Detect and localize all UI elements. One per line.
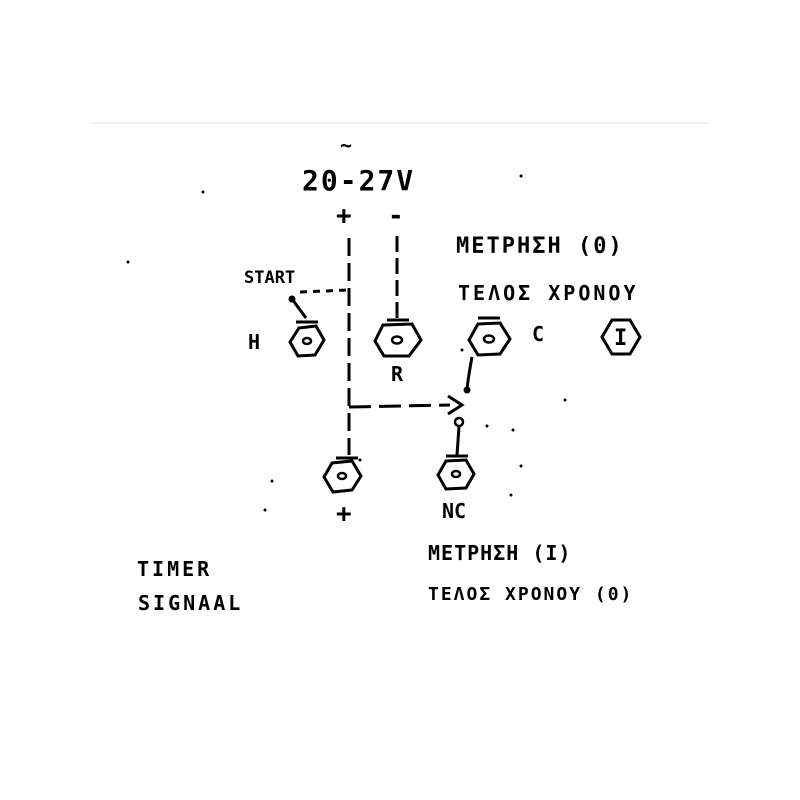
ac-mark: ~ (340, 133, 352, 157)
relay-arm (465, 356, 474, 391)
terminal-h (288, 320, 326, 358)
signal-arrowhead (447, 394, 465, 416)
plus-bottom-label: + (336, 499, 352, 529)
nc-lead (455, 426, 461, 456)
r-label: R (391, 362, 404, 386)
terminal-r (373, 318, 423, 358)
timer-label-line1: TIMER (137, 557, 212, 581)
c-state-title: ΜΕΤΡΗΣΗ (0) (456, 234, 624, 259)
c-state-symbol-text: I (614, 326, 627, 351)
nc-label: NC (442, 499, 466, 523)
signal-line (348, 403, 451, 409)
timer-label-line2: SIGNAAL (138, 591, 243, 615)
nc-state-subtitle: ΤΕΛΟΣ ΧΡΟΝΟΥ (0) (428, 584, 633, 605)
c-state-symbol: I (600, 318, 642, 356)
start-label: START (244, 268, 295, 288)
plus-sign: + (336, 201, 352, 231)
c-state-subtitle: ΤΕΛΟΣ ΧΡΟΝΟΥ (458, 281, 639, 305)
nc-contact-point (453, 416, 465, 428)
c-label: C (532, 322, 544, 346)
relay-arm-tip (463, 386, 471, 394)
terminal-plus (322, 456, 363, 494)
minus-sign: - (388, 201, 404, 231)
terminal-nc (436, 454, 476, 491)
h-label: H (248, 330, 260, 354)
start-switch-contact (299, 288, 350, 294)
terminal-c (467, 316, 512, 357)
voltage-label: 20-27V (302, 164, 415, 197)
stray-dots (126, 174, 567, 512)
nc-state-title: ΜΕΤΡΗΣΗ (I) (428, 541, 571, 565)
start-switch-arm (290, 298, 308, 319)
